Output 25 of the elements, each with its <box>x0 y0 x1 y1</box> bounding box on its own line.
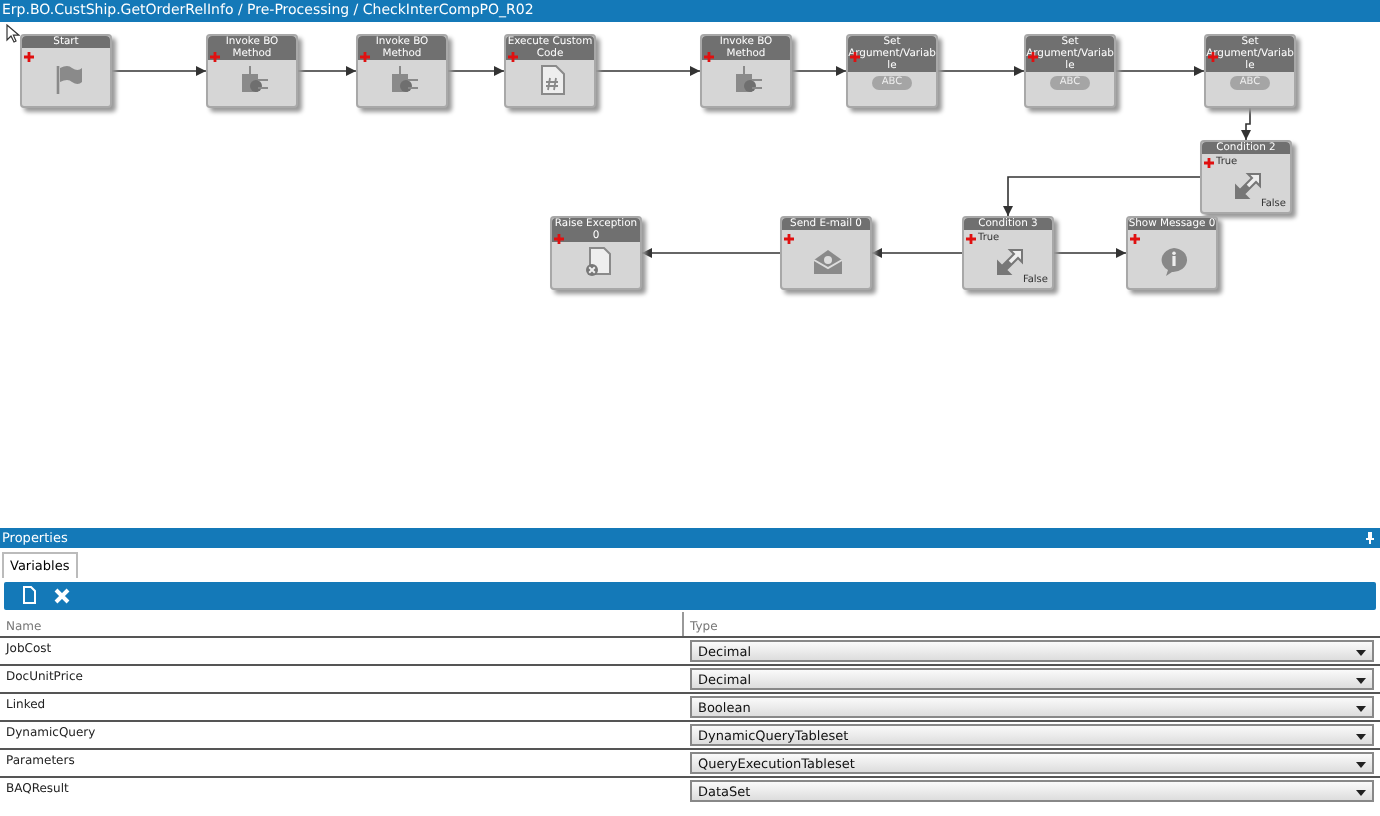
process-node <box>550 216 642 290</box>
connector-arrow <box>1003 176 1201 217</box>
process-node <box>1024 34 1116 108</box>
connector-arrow <box>1241 107 1251 141</box>
process-node <box>1200 140 1292 214</box>
connector-arrow <box>791 66 847 76</box>
connector-arrow <box>937 66 1025 76</box>
process-node <box>206 34 298 108</box>
process-node <box>504 34 596 108</box>
connector-arrow <box>1115 66 1205 76</box>
process-node <box>1204 34 1296 108</box>
process-node <box>780 216 872 290</box>
process-node <box>356 34 448 108</box>
connector-arrow <box>641 248 781 258</box>
connector-arrow <box>111 66 207 76</box>
connector-arrow <box>1053 248 1127 258</box>
process-node <box>846 34 938 108</box>
process-node <box>700 34 792 108</box>
process-node <box>20 34 112 108</box>
process-node <box>962 216 1054 290</box>
connector-arrow <box>297 66 357 76</box>
connector-arrow <box>447 66 505 76</box>
connector-arrow <box>595 66 701 76</box>
process-node <box>1126 216 1218 290</box>
connector-arrow <box>871 248 963 258</box>
